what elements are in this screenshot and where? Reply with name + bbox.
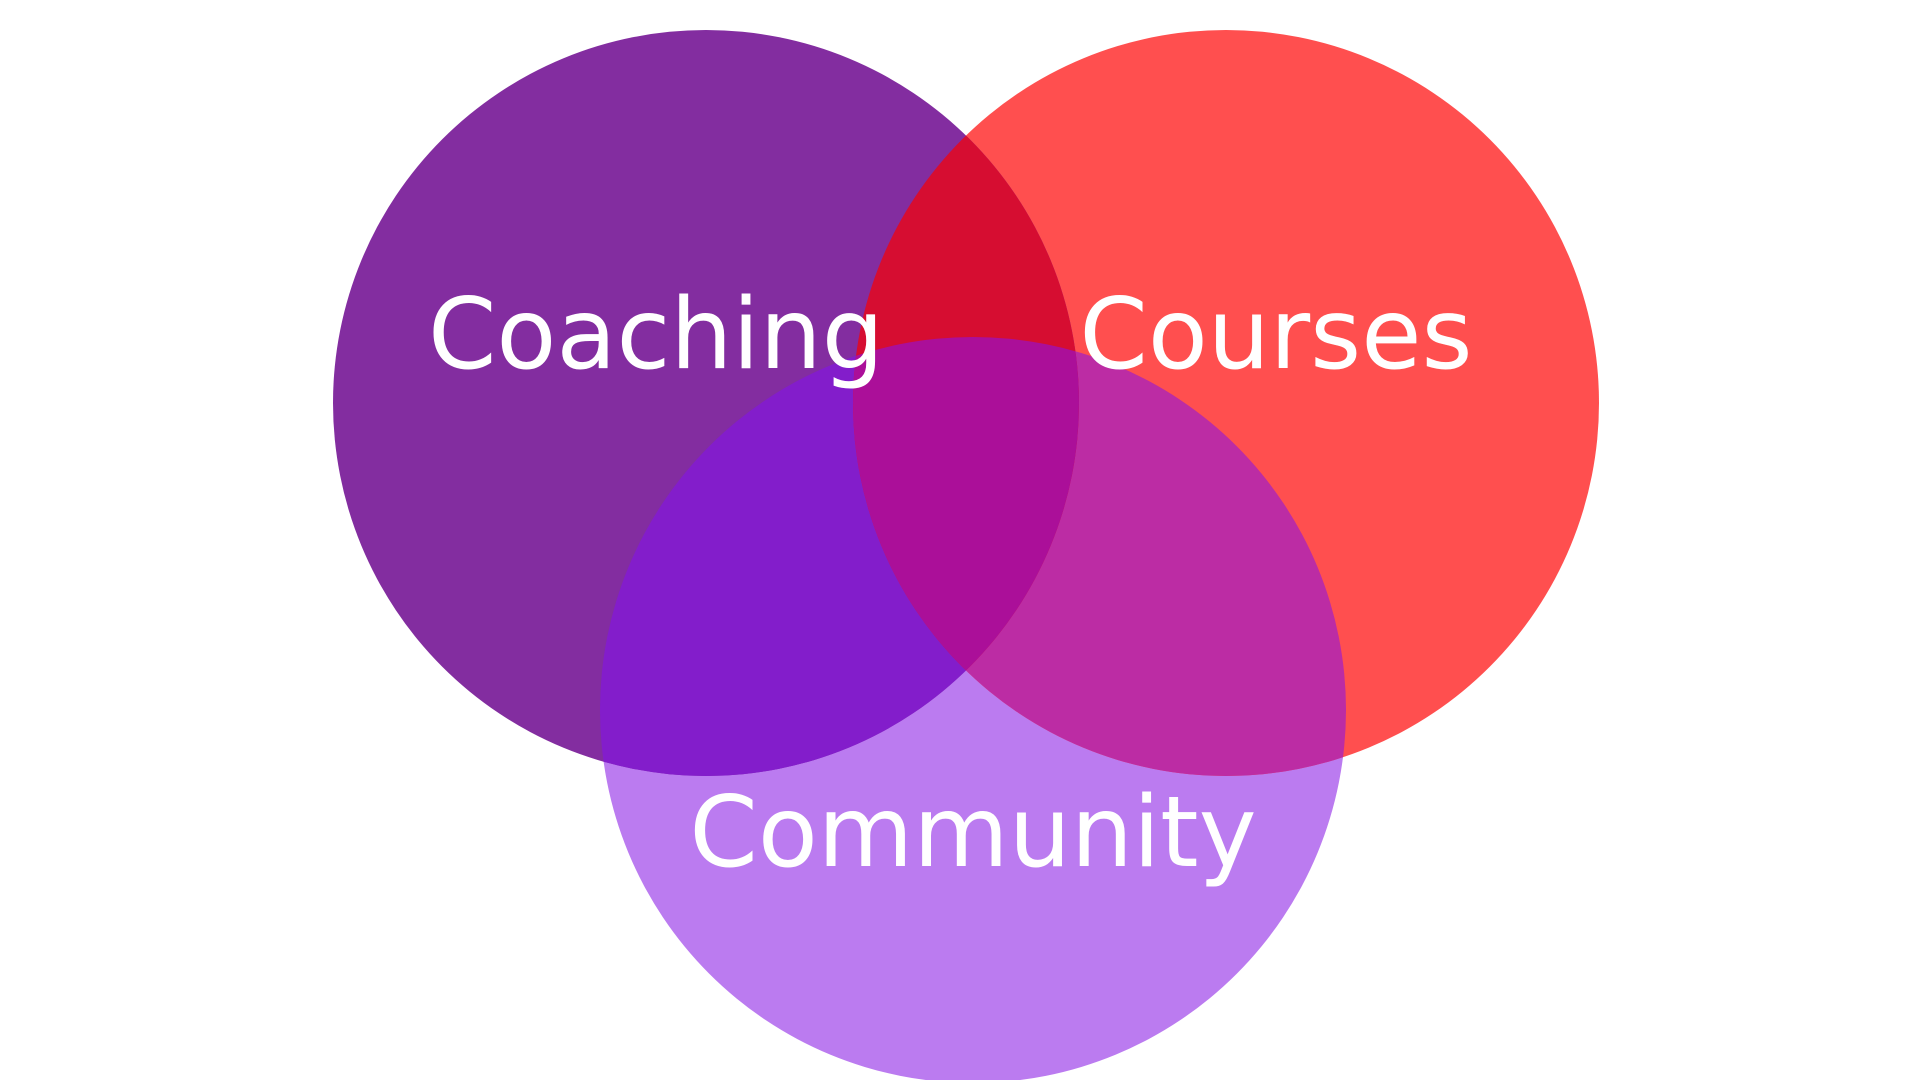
courses-label: Courses bbox=[1079, 278, 1472, 392]
coaching-label: Coaching bbox=[428, 278, 884, 392]
community-label: Community bbox=[689, 776, 1256, 890]
